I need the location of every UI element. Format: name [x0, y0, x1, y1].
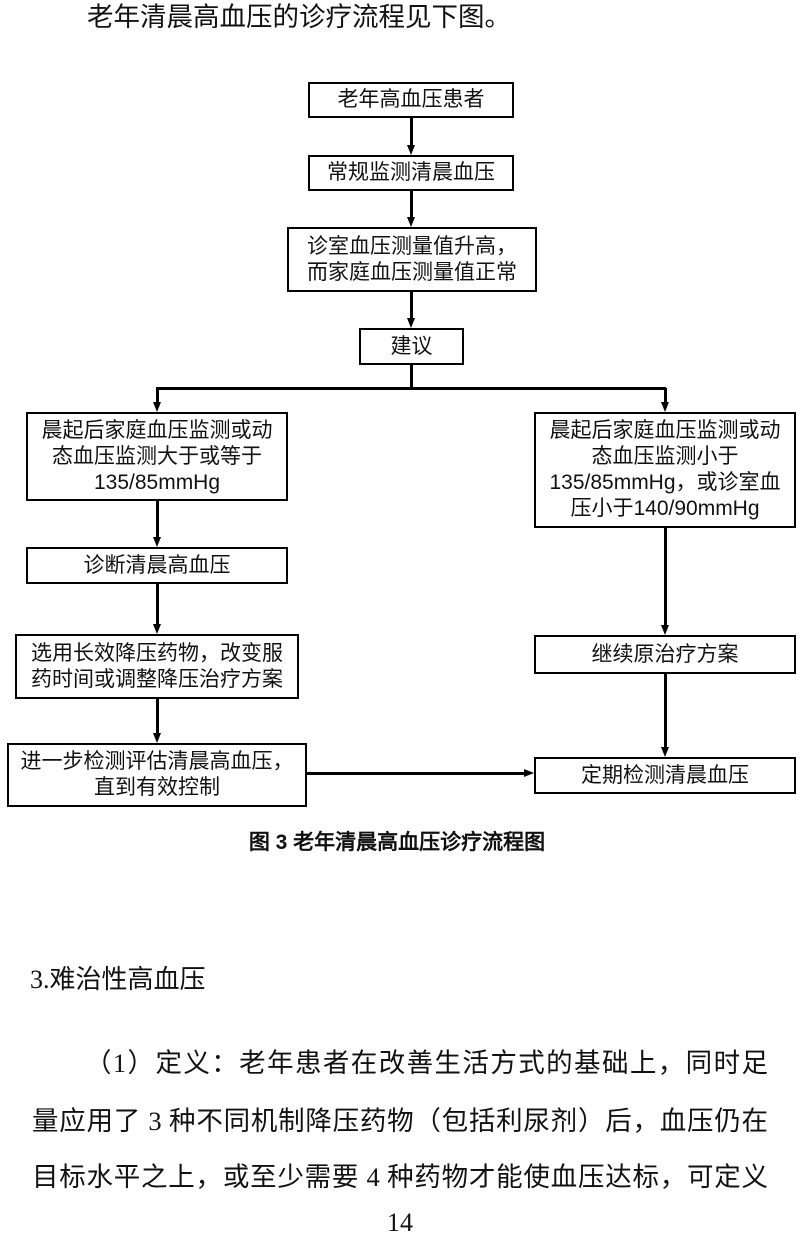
node-text: 晨起后家庭血压监测或动	[549, 419, 781, 442]
figure-caption: 图 3 老年清晨高血压诊疗流程图	[248, 831, 546, 854]
node-continue-treatment: 继续原治疗方案	[534, 635, 796, 674]
connector-line	[156, 388, 159, 403]
connector-line	[307, 772, 525, 775]
node-text: 压小于140/90mmHg	[570, 497, 760, 520]
arrow-down-icon	[153, 733, 161, 743]
node-adjust-treatment: 选用长效降压药物，改变服 药时间或调整降压治疗方案	[15, 634, 299, 699]
intro-text: 老年清晨高血压的诊疗流程见下图。	[87, 2, 511, 32]
connector-line	[664, 674, 667, 748]
node-routine-monitoring: 常规监测清晨血压	[308, 155, 514, 191]
connector-line	[410, 292, 413, 319]
node-text: 直到有效控制	[94, 776, 220, 799]
node-text: 选用长效降压药物，改变服	[31, 641, 283, 665]
arrow-down-icon	[153, 624, 161, 634]
node-text: 而家庭血压测量值正常	[307, 260, 517, 284]
connector-line	[664, 528, 667, 626]
arrow-down-icon	[407, 318, 415, 328]
arrow-down-icon	[153, 537, 161, 547]
paragraph-line: 目标水平之上，或至少需要 4 种药物才能使血压达标，可定义	[32, 1162, 768, 1192]
page-number: 14	[387, 1208, 413, 1237]
arrow-down-icon	[661, 625, 669, 635]
node-text: 晨起后家庭血压监测或动	[41, 418, 273, 442]
paragraph-line: 量应用了 3 种不同机制降压药物（包括利尿剂）后，血压仍在	[32, 1106, 768, 1136]
node-text: 态血压监测大于或等于	[52, 444, 262, 468]
node-text: 定期检测清晨血压	[581, 763, 749, 787]
node-text: 继续原治疗方案	[591, 642, 739, 666]
connector-line	[664, 388, 667, 403]
connector-line	[156, 699, 159, 734]
node-further-eval: 进一步检测评估清晨高血压， 直到有效控制	[7, 743, 307, 807]
node-periodic-monitoring: 定期检测清晨血压	[534, 757, 796, 794]
arrow-down-icon	[407, 217, 415, 227]
arrow-down-icon	[153, 402, 161, 412]
node-text: 建议	[390, 334, 433, 358]
node-text: 药时间或调整降压治疗方案	[31, 667, 283, 691]
node-elderly-patient: 老年高血压患者	[308, 82, 514, 118]
branch-line	[156, 387, 666, 390]
node-low-branch: 晨起后家庭血压监测或动 态血压监测小于 135/85mmHg，或诊室血 压小于1…	[534, 412, 796, 528]
node-recommend: 建议	[359, 328, 464, 365]
node-text: 诊室血压测量值升高，	[307, 234, 517, 258]
connector-line	[410, 191, 413, 218]
node-text: 诊断清晨高血压	[83, 553, 231, 577]
arrow-down-icon	[407, 145, 415, 155]
connector-line	[156, 501, 159, 538]
node-diagnose: 诊断清晨高血压	[26, 547, 288, 584]
connector-line	[410, 118, 413, 146]
arrow-right-icon	[524, 769, 534, 777]
arrow-down-icon	[661, 747, 669, 757]
connector-line	[156, 584, 159, 625]
node-high-branch: 晨起后家庭血压监测或动 态血压监测大于或等于 135/85mmHg	[26, 412, 288, 501]
node-text: 常规监测清晨血压	[327, 161, 495, 184]
node-text: 老年高血压患者	[337, 88, 485, 111]
node-text: 135/85mmHg	[93, 470, 221, 494]
node-text: 态血压监测小于	[591, 445, 739, 468]
node-office-elevated: 诊室血压测量值升高， 而家庭血压测量值正常	[287, 227, 537, 292]
node-text: 135/85mmHg，或诊室血	[549, 471, 781, 494]
paragraph-line: （1）定义：老年患者在改善生活方式的基础上，同时足	[85, 1048, 768, 1078]
arrow-down-icon	[661, 402, 669, 412]
connector-line	[410, 365, 413, 389]
section-heading: 3.难治性高血压	[30, 965, 206, 994]
node-text: 进一步检测评估清晨高血压，	[20, 750, 294, 773]
